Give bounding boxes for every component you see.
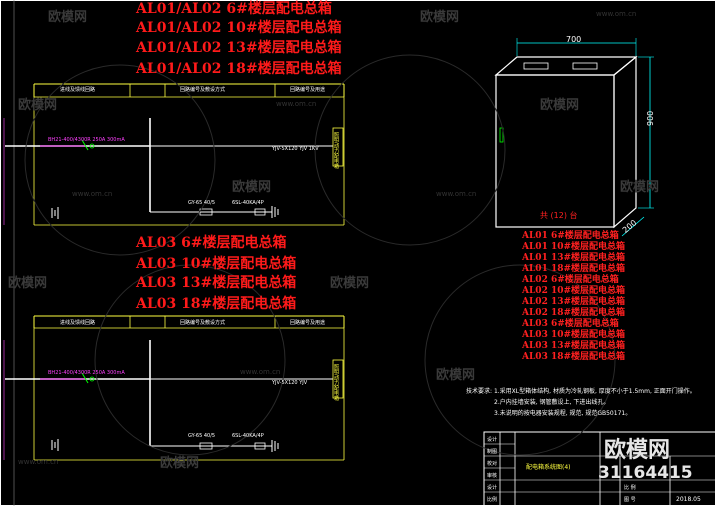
watermark-brand: 欧模网 (436, 368, 476, 383)
system-diagram-1 (3, 83, 345, 226)
tb-scale-label: 比 例 (624, 485, 636, 491)
watermark-brand: 欧模网 (540, 98, 580, 113)
group2-title-2: AL03 10#楼层配电总箱 (136, 256, 297, 272)
watermark-brand: 欧模网 (420, 10, 460, 25)
tb-date: 2018.05 (676, 496, 701, 503)
tb-row-label-6: 比例 (487, 497, 498, 503)
g1-spd-label: 6SL-40KA/4P (232, 200, 264, 206)
watermark-url: www.om.cn (436, 190, 477, 198)
tb-row-label-3: 校对 (487, 461, 498, 467)
tb-row-label-2: 制图 (487, 449, 498, 455)
tb-sheet-label: 图 号 (624, 497, 636, 503)
g2-spd-label: 6SL-40KA/4P (232, 433, 264, 439)
tb-drawing-name: 配电箱系统图(4) (526, 464, 571, 471)
group1-title-1: AL01/AL02 6#楼层配电总箱 (136, 1, 332, 17)
cabinet-list-item: AL01 6#楼层配电总箱 (522, 231, 619, 241)
cabinet-list-item: AL03 10#楼层配电总箱 (522, 330, 626, 340)
cabinet-list: AL01 6#楼层配电总箱 AL01 10#楼层配电总箱 AL01 13#楼层配… (522, 231, 625, 363)
watermark-url: www.om.cn (18, 458, 59, 466)
watermark-brand: 欧模网 (8, 276, 48, 291)
group1-title-4: AL01/AL02 18#楼层配电总箱 (136, 61, 342, 77)
cabinet-count-label: 共 (12) 台 (540, 211, 578, 220)
g2-header-method: 回路编号及敷设方式 (180, 320, 226, 326)
group1-title-3: AL01/AL02 13#楼层配电总箱 (136, 40, 342, 56)
watermark-brand: 欧模网 (232, 180, 272, 195)
watermark-big-brand: 欧模网 (604, 438, 671, 463)
watermark-brand: 欧模网 (48, 10, 88, 25)
watermark-brand: 欧模网 (330, 276, 370, 291)
g1-header-usage: 回路编号及用途 (290, 87, 326, 93)
notes-item-1: 1.采用XL型箱体结构, 材质为冷轧钢板, 厚度不小于1.5mm, 正面开门操作… (493, 388, 696, 395)
group2-title-1: AL03 6#楼层配电总箱 (136, 235, 287, 251)
tb-row-label-4: 审核 (487, 473, 498, 479)
watermark-url: www.om.cn (596, 10, 637, 18)
cabinet-list-item: AL03 18#楼层配电总箱 (522, 352, 626, 362)
notes-item-2: 2.户内挂墙安装, 钢管敷设上, 下进出线孔。 (494, 399, 610, 406)
cabinet-width-dim: 700 (566, 35, 582, 44)
g1-meter-label: GY-65 40/5 (188, 200, 216, 206)
group1-title-2: AL01/AL02 10#楼层配电总箱 (136, 20, 342, 36)
watermark-circles (24, 54, 616, 456)
notes-heading: 技术要求: (466, 388, 493, 395)
g2-header-incoming: 进线及馈线回路 (60, 320, 96, 326)
cabinet-list-item: AL02 13#楼层配电总箱 (522, 297, 626, 307)
cabinet-drawing (494, 38, 654, 237)
cabinet-list-item: AL02 18#楼层配电总箱 (522, 308, 626, 318)
watermark-brand: 欧模网 (160, 456, 200, 471)
g1-vertical-label: 照明/动力配电箱 (333, 132, 339, 169)
g2-meter-label: GY-65 40/5 (188, 433, 216, 439)
watermark-url: www.om.cn (72, 190, 113, 198)
g1-header-method: 回路编号及敷设方式 (180, 87, 226, 93)
cabinet-list-item: AL01 18#楼层配电总箱 (522, 264, 626, 274)
watermark-url: www.om.cn (240, 368, 281, 376)
cabinet-list-item: AL02 6#楼层配电总箱 (522, 275, 619, 285)
g1-line-label: YJV-5X120 YJV 1KV (272, 146, 319, 152)
technical-notes: 技术要求: 1.采用XL型箱体结构, 材质为冷轧钢板, 厚度不小于1.5mm, … (466, 386, 706, 419)
system-diagram-2 (3, 315, 345, 461)
cabinet-list-item: AL01 10#楼层配电总箱 (522, 242, 626, 252)
tb-row-label-1: 设计 (487, 437, 498, 443)
notes-item-3: 3.未说明的按电器安装规程, 规范, 规范GB50171。 (494, 410, 632, 417)
g2-line-label: YJV-5X120 YJV (272, 380, 308, 386)
watermark-brand: 欧模网 (18, 98, 58, 113)
group2-title-3: AL03 13#楼层配电总箱 (136, 275, 297, 291)
cabinet-height-dim: 900 (646, 110, 655, 126)
cabinet-list-item: AL02 10#楼层配电总箱 (522, 286, 626, 296)
group2-title-4: AL03 18#楼层配电总箱 (136, 296, 297, 312)
watermark-big-id: 31164415 (598, 463, 693, 483)
g1-breaker-label: BH21-400/4300R 250A 300mA (48, 137, 125, 143)
tb-row-label-5: 设计 (487, 485, 498, 491)
title-block (483, 431, 716, 506)
g2-vertical-label: 照明/动力配电箱 (333, 364, 339, 401)
g2-breaker-label: BH21-400/4300R 250A 300mA (48, 370, 125, 376)
g2-header-usage: 回路编号及用途 (290, 320, 326, 326)
watermark-brand: 欧模网 (620, 180, 660, 195)
cabinet-list-item: AL03 6#楼层配电总箱 (522, 319, 619, 329)
g1-header-incoming: 进线及馈线回路 (60, 87, 96, 93)
cabinet-list-item: AL03 13#楼层配电总箱 (522, 341, 626, 351)
watermark-url: www.om.cn (276, 100, 317, 108)
cabinet-list-item: AL01 13#楼层配电总箱 (522, 253, 626, 263)
